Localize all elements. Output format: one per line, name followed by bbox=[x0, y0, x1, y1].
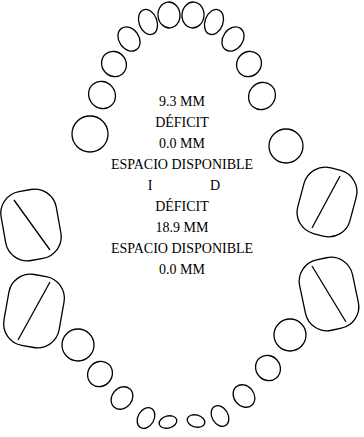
tooth bbox=[229, 380, 260, 411]
tooth bbox=[62, 329, 94, 361]
tooth bbox=[82, 356, 117, 391]
measurement-label: 9.3 MM bbox=[159, 94, 205, 110]
tooth bbox=[243, 77, 281, 115]
molar bbox=[295, 253, 363, 335]
lower-arch bbox=[0, 253, 363, 431]
tooth bbox=[157, 1, 181, 29]
tooth bbox=[72, 116, 108, 152]
molar-line bbox=[18, 282, 50, 340]
tooth bbox=[201, 7, 227, 38]
tooth bbox=[181, 1, 205, 29]
tooth bbox=[208, 402, 233, 429]
molar-line bbox=[14, 200, 50, 250]
tooth bbox=[186, 413, 206, 429]
molar bbox=[292, 162, 362, 242]
molar bbox=[0, 186, 65, 265]
tooth bbox=[269, 129, 303, 163]
tooth bbox=[134, 404, 159, 431]
tooth bbox=[96, 46, 131, 81]
tooth bbox=[231, 46, 266, 81]
measurement-label: D bbox=[210, 178, 220, 194]
measurement-label: DÉFICIT bbox=[155, 199, 209, 215]
measurement-label: 18.9 MM bbox=[156, 220, 209, 236]
tooth bbox=[250, 350, 285, 385]
measurement-label: DÉFICIT bbox=[155, 115, 209, 131]
measurement-label: 0.0 MM bbox=[159, 262, 205, 278]
tooth bbox=[158, 414, 178, 430]
measurement-label: ESPACIO DISPONIBLE bbox=[111, 157, 253, 173]
tooth bbox=[135, 7, 161, 38]
measurement-label: 0.0 MM bbox=[159, 136, 205, 152]
tooth bbox=[217, 23, 248, 56]
tooth bbox=[274, 319, 306, 351]
tooth bbox=[113, 23, 144, 56]
measurement-label: I bbox=[148, 178, 153, 194]
upper-arch bbox=[0, 1, 362, 264]
measurement-label: ESPACIO DISPONIBLE bbox=[111, 241, 253, 257]
molar-line bbox=[312, 176, 340, 228]
tooth bbox=[83, 76, 121, 114]
molar bbox=[0, 271, 68, 352]
tooth bbox=[107, 382, 138, 413]
molar-line bbox=[312, 266, 346, 322]
